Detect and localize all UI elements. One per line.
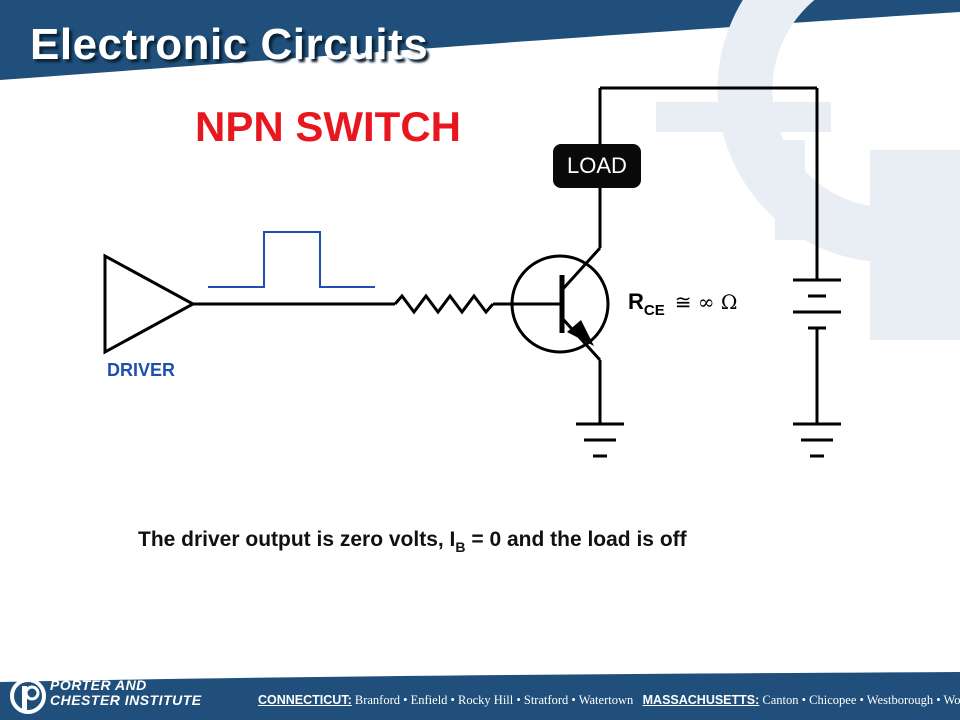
caption-subscript: B	[455, 539, 466, 555]
caption: The driver output is zero volts, IB = 0 …	[138, 528, 687, 555]
footer-band	[0, 672, 960, 720]
caption-part2: = 0 and the load is off	[465, 528, 687, 551]
emitter-ground-icon	[576, 422, 624, 458]
campus-locations: CONNECTICUT: Branford • Enfield • Rocky …	[258, 693, 960, 708]
watermark-logo	[656, 0, 960, 340]
battery-ground-icon	[793, 422, 841, 458]
porter-chester-logo-icon	[10, 678, 46, 714]
institute-name-line2: CHESTER INSTITUTE	[50, 692, 202, 708]
massachusetts-label: MASSACHUSETTS:	[642, 693, 760, 707]
load-label: LOAD	[567, 153, 627, 178]
input-pulse-icon	[208, 231, 375, 288]
institute-name: PORTER AND CHESTER INSTITUTE	[50, 678, 202, 708]
npn-transistor-icon	[510, 246, 610, 362]
institute-name-line1: PORTER AND	[50, 677, 147, 693]
connecticut-towns: Branford • Enfield • Rocky Hill • Stratf…	[351, 693, 634, 707]
caption-part1: The driver output is zero volts, I	[138, 528, 456, 551]
rce-symbol: R	[628, 289, 644, 314]
driver-triangle-icon	[103, 253, 197, 355]
massachusetts-towns: Canton • Chicopee • Westborough • Woburn	[762, 693, 960, 707]
base-resistor-icon	[393, 293, 495, 315]
rce-relation: ≅ ∞ Ω	[674, 290, 738, 314]
connecticut-label: CONNECTICUT:	[258, 693, 352, 707]
load-box: LOAD	[553, 144, 641, 188]
page-number: 5	[940, 12, 948, 27]
rce-label: RCE ≅ ∞ Ω	[628, 289, 738, 319]
driver-label: DRIVER	[107, 360, 176, 380]
battery-icon	[793, 278, 841, 330]
diagram-title: NPN SWITCH	[195, 103, 461, 150]
rce-subscript: CE	[643, 302, 665, 319]
slide-title: Electronic Circuits	[30, 20, 429, 69]
footer-background	[0, 672, 960, 720]
